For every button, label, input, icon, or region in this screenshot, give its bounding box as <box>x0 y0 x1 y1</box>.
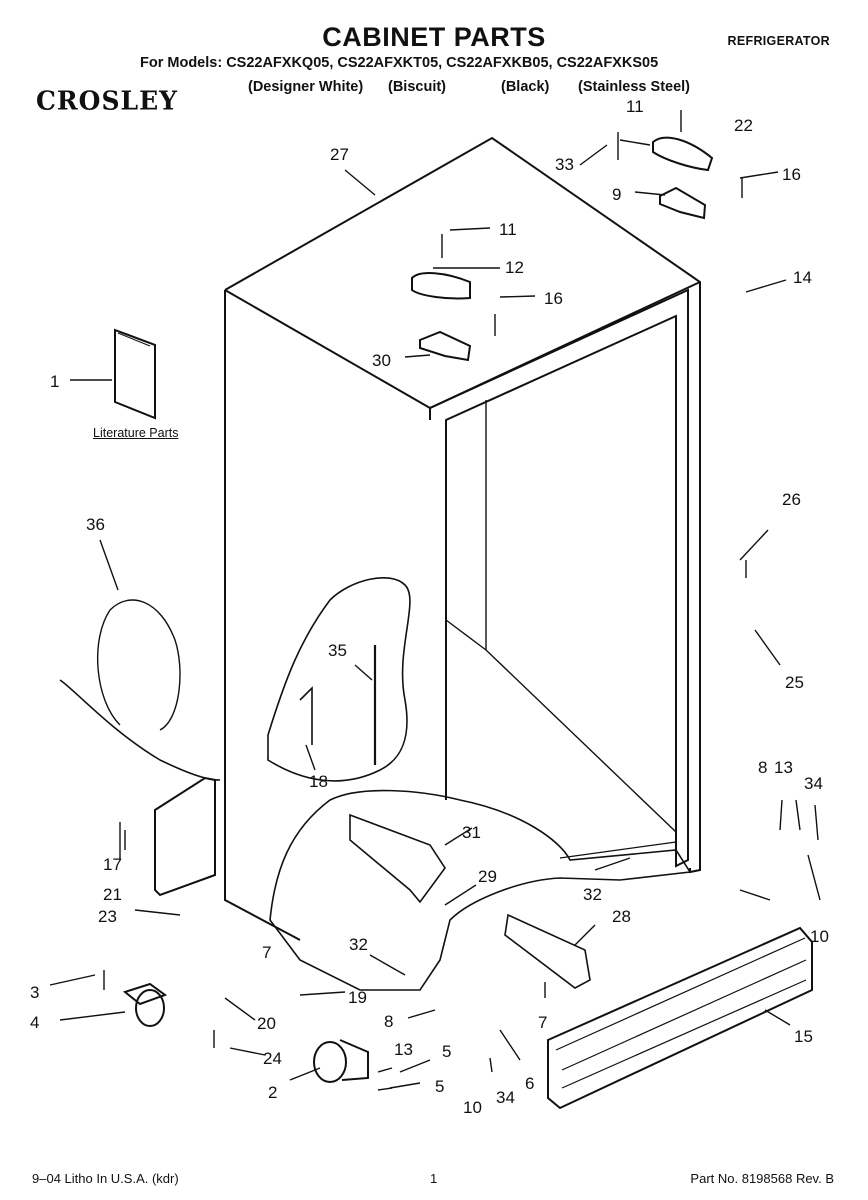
brand-logo: CROSLEY <box>36 85 178 116</box>
callout-32: 32 <box>583 885 602 904</box>
cutaway-upper <box>267 577 411 782</box>
callout-9: 9 <box>612 185 621 204</box>
callout-10: 10 <box>810 927 829 946</box>
callout-33: 33 <box>555 155 574 174</box>
callout-5: 5 <box>435 1077 444 1096</box>
hinge-bracket-left <box>419 330 472 362</box>
callout-18: 18 <box>309 772 328 791</box>
color-stainless: (Stainless Steel) <box>578 79 691 95</box>
callout-16: 16 <box>544 289 563 308</box>
callout-35: 35 <box>328 641 347 660</box>
callout-23: 23 <box>98 907 117 926</box>
hinge-bracket-right <box>659 186 707 220</box>
callout-12: 12 <box>505 258 524 277</box>
cabinet-outline <box>224 136 701 874</box>
callout-8: 8 <box>758 758 767 777</box>
appliance-category: REFRIGERATOR <box>727 34 830 48</box>
callout-1: 1 <box>50 372 59 391</box>
compressor-tube <box>349 813 446 904</box>
callout-5: 5 <box>442 1042 451 1061</box>
callout-32: 32 <box>349 935 368 954</box>
literature-booklet <box>114 328 156 420</box>
callout-29: 29 <box>478 867 497 886</box>
models-line: For Models: CS22AFXKQ05, CS22AFXKT05, CS… <box>140 55 659 71</box>
front-roller <box>313 1041 347 1083</box>
callout-14: 14 <box>793 268 812 287</box>
callout-10: 10 <box>463 1098 482 1117</box>
page-title: CABINET PARTS <box>322 22 546 52</box>
callout-15: 15 <box>794 1027 813 1046</box>
callout-13: 13 <box>394 1040 413 1059</box>
literature-parts-label: Literature Parts <box>93 426 179 440</box>
footer-page-number: 1 <box>430 1171 438 1186</box>
callout-26: 26 <box>782 490 801 509</box>
callout-11: 11 <box>626 97 644 116</box>
callout-7: 7 <box>262 943 271 962</box>
callout-20: 20 <box>257 1014 276 1033</box>
callout-27: 27 <box>330 145 349 164</box>
color-designer-white: (Designer White) <box>248 79 364 95</box>
callout-16: 16 <box>782 165 801 184</box>
callout-19: 19 <box>348 988 367 1007</box>
roller-wheel <box>135 989 165 1027</box>
callout-8: 8 <box>384 1012 393 1031</box>
callout-13: 13 <box>774 758 793 777</box>
color-black: (Black) <box>501 79 550 95</box>
callout-6: 6 <box>525 1074 534 1093</box>
callout-34: 34 <box>804 774 823 793</box>
callout-11: 11 <box>499 220 517 239</box>
callout-25: 25 <box>785 673 804 692</box>
condenser-part <box>504 913 591 989</box>
hinge-top-left <box>411 272 471 300</box>
callout-31: 31 <box>462 823 481 842</box>
power-cord <box>59 679 221 781</box>
callout-34: 34 <box>496 1088 515 1107</box>
callout-4: 4 <box>30 1013 39 1032</box>
footer-part-number: Part No. 8198568 Rev. B <box>690 1171 834 1186</box>
callout-24: 24 <box>263 1049 282 1068</box>
callout-36: 36 <box>86 515 105 534</box>
toe-grille <box>547 926 813 1110</box>
callout-30: 30 <box>372 351 391 370</box>
callout-21: 21 <box>103 885 122 904</box>
footer-litho: 9–04 Litho In U.S.A. (kdr) <box>32 1171 179 1186</box>
callout-22: 22 <box>734 116 753 135</box>
callout-28: 28 <box>612 907 631 926</box>
callout-7: 7 <box>538 1013 547 1032</box>
cabinet-front-frame <box>429 288 689 868</box>
callout-2: 2 <box>268 1083 277 1102</box>
electrical-box <box>154 776 216 897</box>
callout-3: 3 <box>30 983 39 1002</box>
cutaway-lower <box>269 789 692 991</box>
hinge-top-right <box>652 136 714 172</box>
callout-17: 17 <box>103 855 122 874</box>
color-biscuit: (Biscuit) <box>388 79 446 95</box>
